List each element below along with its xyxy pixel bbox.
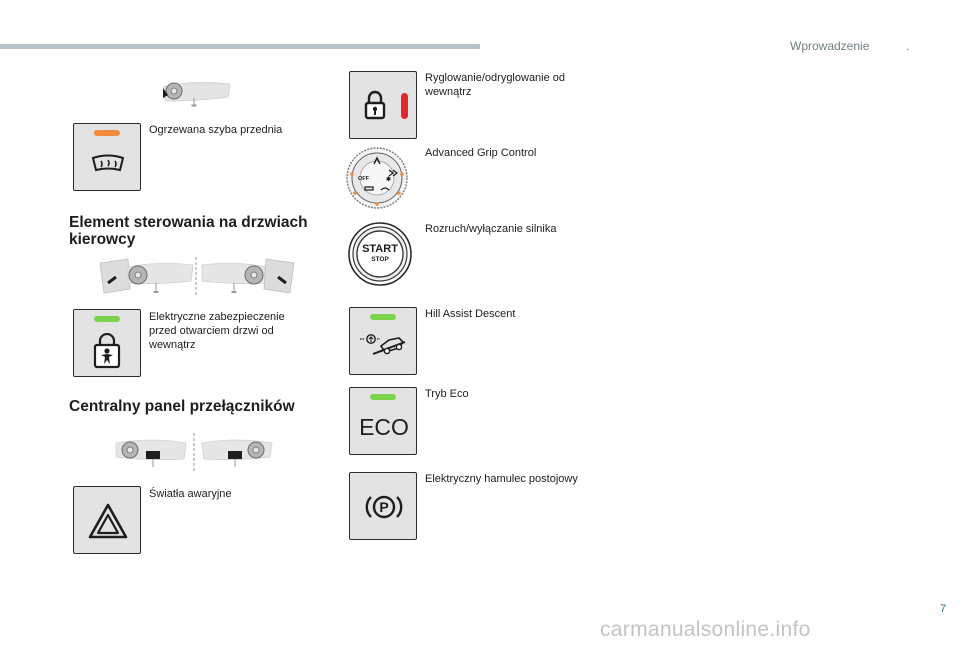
grip-control-label: Advanced Grip Control bbox=[425, 147, 537, 159]
hill-descent-label: Hill Assist Descent bbox=[425, 308, 516, 320]
stop-text: STOP bbox=[371, 256, 389, 263]
indicator-led-green bbox=[94, 316, 120, 322]
child-lock-label: Elektryczne zabezpieczenie przed otwarci… bbox=[149, 311, 285, 351]
indicator-led-orange bbox=[94, 130, 120, 136]
section-title: Wprowadzenie bbox=[790, 39, 870, 53]
parking-p-letter: P bbox=[379, 499, 388, 515]
heated-windscreen-icon bbox=[91, 154, 125, 172]
indicator-led-green bbox=[370, 394, 396, 400]
start-stop-label: Rozruch/wyłączanie silnika bbox=[425, 223, 557, 235]
grip-control-dial-icon[interactable]: OFF ✱ bbox=[345, 146, 409, 210]
parking-brake-button[interactable]: P bbox=[349, 472, 417, 540]
central-panel-locator-icon bbox=[115, 433, 273, 471]
hazard-lights-button[interactable] bbox=[73, 486, 141, 554]
parking-brake-icon: P bbox=[365, 495, 403, 519]
header-bar bbox=[0, 44, 480, 49]
hazard-label: Światła awaryjne bbox=[149, 488, 232, 500]
eco-mode-button[interactable]: ECO bbox=[349, 387, 417, 455]
eco-label: Tryb Eco bbox=[425, 388, 469, 400]
svg-text:✱: ✱ bbox=[386, 176, 391, 183]
watermark: carmanualsonline.info bbox=[600, 618, 811, 641]
padlock-icon bbox=[364, 90, 386, 120]
section-marker: . bbox=[906, 39, 910, 53]
start-stop-button[interactable]: START STOP bbox=[348, 222, 412, 286]
eco-icon: ECO bbox=[359, 414, 409, 440]
door-locator-icon bbox=[99, 257, 295, 297]
page-number: 7 bbox=[940, 603, 947, 615]
parking-brake-label: Elektryczny hamulec postojowy bbox=[425, 473, 578, 485]
hazard-triangle-icon bbox=[88, 503, 128, 539]
child-lock-button[interactable] bbox=[73, 309, 141, 377]
central-panel-heading: Centralny panel przełączników bbox=[69, 398, 295, 415]
central-locking-button[interactable] bbox=[349, 71, 417, 139]
windscreen-label: Ogrzewana szyba przednia bbox=[149, 124, 283, 136]
indicator-led-red bbox=[401, 93, 408, 119]
dashboard-locator-icon bbox=[162, 82, 231, 107]
start-stop-button-icon bbox=[348, 222, 412, 286]
start-text: START bbox=[362, 243, 398, 255]
central-locking-label: Ryglowanie/odryglowanie od wewnątrz bbox=[425, 72, 566, 98]
hill-descent-button[interactable] bbox=[349, 307, 417, 375]
heated-windscreen-button[interactable] bbox=[73, 123, 141, 191]
indicator-led-green bbox=[370, 314, 396, 320]
dial-off-label: OFF bbox=[358, 176, 370, 182]
child-lock-icon bbox=[93, 333, 121, 369]
door-controls-heading: Element sterowania na drzwiach kierowcy bbox=[69, 214, 308, 248]
hill-descent-icon bbox=[360, 334, 406, 355]
